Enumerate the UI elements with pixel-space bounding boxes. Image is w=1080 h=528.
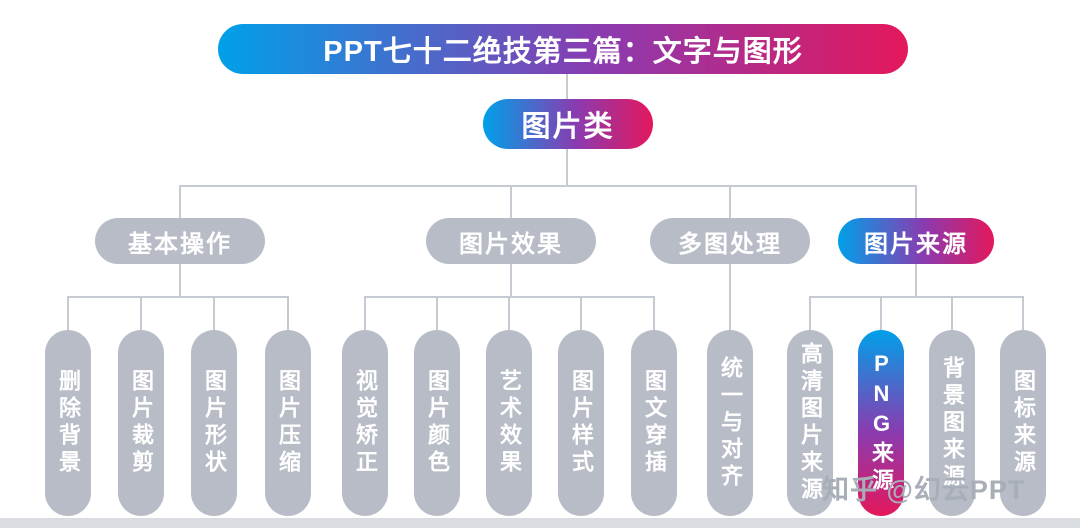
connector-line (653, 298, 655, 330)
connector-line (510, 264, 512, 298)
leaf-remove-background: 删除背景 (45, 330, 91, 516)
root-node-image-category: 图片类 (483, 99, 653, 149)
connector-line (580, 298, 582, 330)
connector-line (915, 186, 917, 218)
connector-line (436, 298, 438, 330)
connector-line (179, 186, 181, 218)
connector-line (179, 264, 181, 298)
connector-line (729, 186, 731, 218)
connector-line (809, 296, 1024, 298)
connector-line (915, 264, 917, 298)
branch-basic-operations: 基本操作 (95, 218, 265, 264)
connector-line (951, 298, 953, 330)
leaf-image-color: 图片颜色 (414, 330, 460, 516)
connector-line (287, 298, 289, 330)
leaf-image-styles: 图片样式 (558, 330, 604, 516)
connector-line (508, 298, 510, 330)
connector-line (809, 298, 811, 330)
leaf-image-shape: 图片形状 (191, 330, 237, 516)
connector-line (364, 298, 366, 330)
connector-line (67, 296, 289, 298)
connector-line (140, 298, 142, 330)
connector-line (213, 298, 215, 330)
branch-image-effects: 图片效果 (426, 218, 596, 264)
connector-line (1022, 298, 1024, 330)
bottom-divider-bar (0, 518, 1080, 528)
leaf-hd-image-sources: 高清图片来源 (787, 330, 833, 516)
connector-line (566, 74, 568, 100)
leaf-unify-and-align: 统一与对齐 (707, 330, 753, 516)
leaf-image-compress: 图片压缩 (265, 330, 311, 516)
leaf-icon-sources: 图标来源 (1000, 330, 1046, 516)
connector-line (566, 149, 568, 186)
connector-line (364, 296, 655, 298)
leaf-png-sources: PNG来源 (858, 330, 904, 516)
branch-multi-image-processing: 多图处理 (650, 218, 810, 264)
leaf-visual-correction: 视觉矫正 (342, 330, 388, 516)
leaf-image-crop: 图片裁剪 (118, 330, 164, 516)
zhihu-watermark: 知乎 @幻云PPT (822, 475, 1026, 505)
leaf-artistic-effects: 艺术效果 (486, 330, 532, 516)
connector-line (510, 186, 512, 218)
connector-line (67, 298, 69, 330)
connector-line (729, 264, 731, 330)
connector-line (880, 298, 882, 330)
leaf-text-image-interleave: 图文穿插 (631, 330, 677, 516)
branch-image-sources: 图片来源 (838, 218, 994, 264)
connector-line (179, 185, 917, 187)
leaf-background-image-sources: 背景图来源 (929, 330, 975, 516)
diagram-title: PPT七十二绝技第三篇：文字与图形 (218, 24, 908, 74)
